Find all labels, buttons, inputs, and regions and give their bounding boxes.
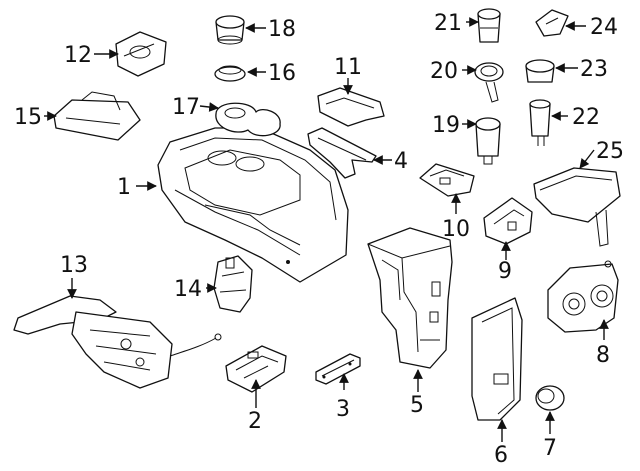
- callout-5: 5: [410, 393, 424, 418]
- part-6-side-panel: [471, 297, 523, 421]
- callout-2: 2: [248, 409, 262, 434]
- part-18-cup-holder-insert: [215, 15, 245, 45]
- callout-9: 9: [498, 259, 512, 284]
- callouts: 1 2 3 4 5 6 7 8 9 10 11 12 13 14 15 16 1…: [14, 11, 624, 468]
- callout-25: 25: [596, 139, 624, 164]
- callout-21: 21: [434, 11, 462, 36]
- callout-1: 1: [117, 175, 131, 200]
- part-11-trim-cover: [317, 87, 385, 127]
- callout-15: 15: [14, 105, 42, 130]
- part-25-armrest-lid: [533, 167, 621, 247]
- part-24-clip: [535, 9, 569, 37]
- part-16-insert: [214, 65, 246, 82]
- callout-19: 19: [432, 113, 460, 138]
- leaders: [44, 17, 609, 442]
- part-20-outlet-socket: [474, 62, 504, 103]
- part-8-switch-panel: [547, 260, 619, 333]
- callout-6: 6: [494, 443, 508, 468]
- part-23-ring: [525, 59, 555, 83]
- callout-10: 10: [442, 217, 470, 242]
- part-12-bezel: [115, 31, 167, 77]
- part-4-trim-panel: [307, 127, 377, 179]
- callout-11: 11: [334, 55, 362, 80]
- part-22-outlet-housing: [529, 99, 551, 146]
- callout-14: 14: [174, 277, 202, 302]
- callout-24: 24: [590, 15, 618, 40]
- callout-16: 16: [268, 61, 296, 86]
- part-13-park-brake-lever: [13, 295, 222, 389]
- callout-7: 7: [543, 436, 557, 461]
- part-2-bracket: [225, 345, 287, 393]
- callout-23: 23: [580, 57, 608, 82]
- part-17-cup-holder-mat: [215, 102, 281, 137]
- part-21-outlet-cap: [477, 8, 501, 43]
- callout-22: 22: [572, 105, 600, 130]
- part-7-cap: [535, 385, 565, 411]
- part-5-console-base: [367, 227, 453, 369]
- part-1-floor-console-body: [157, 127, 349, 283]
- part-3-bracket: [315, 353, 361, 385]
- callout-8: 8: [596, 343, 610, 368]
- part-14-switch-assembly: [213, 255, 253, 313]
- part-15-mat: [53, 91, 141, 141]
- part-10-switch: [419, 163, 475, 197]
- callout-13: 13: [60, 253, 88, 278]
- callout-18: 18: [268, 17, 296, 42]
- callout-20: 20: [430, 59, 458, 84]
- callout-17: 17: [172, 95, 200, 120]
- part-19-power-outlet: [475, 117, 501, 165]
- callout-12: 12: [64, 43, 92, 68]
- part-9-bracket: [483, 197, 533, 245]
- callout-4: 4: [394, 149, 408, 174]
- callout-3: 3: [336, 397, 350, 422]
